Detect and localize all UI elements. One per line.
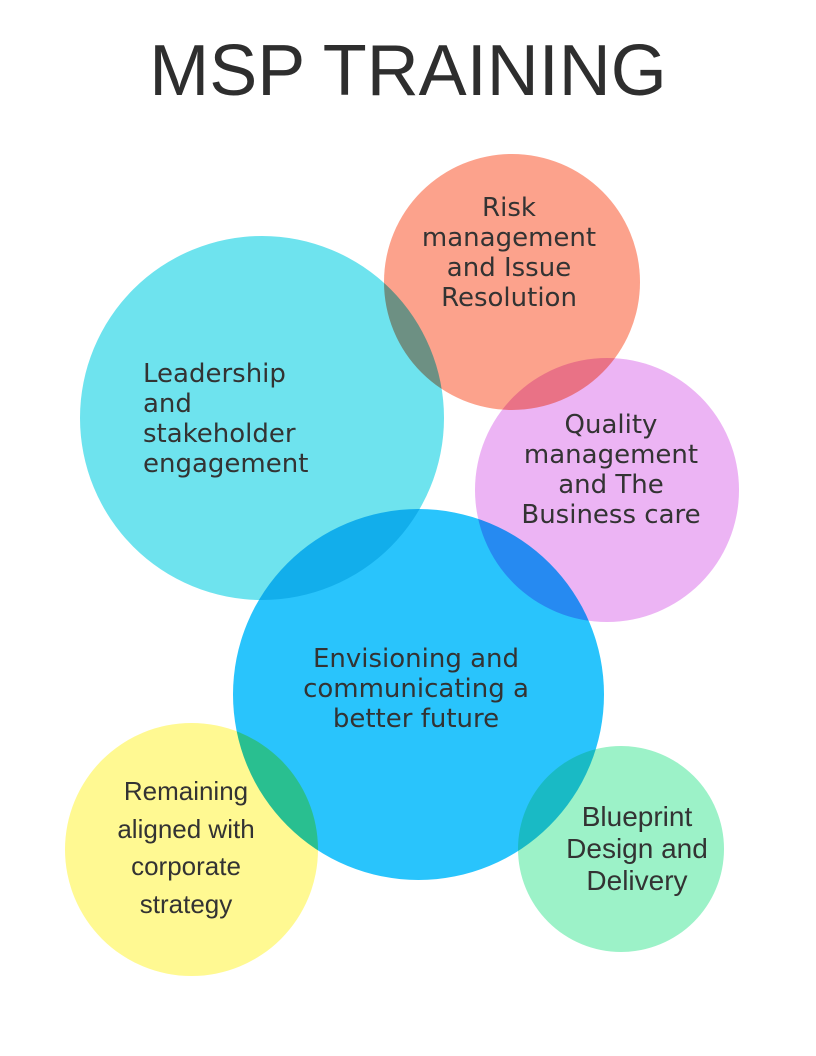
vision-label-line: Envisioning and [312,644,520,674]
leadership-label-line: and [143,388,192,419]
blueprint-label-line: Blueprint [581,801,693,832]
remaining-label-line: corporate [131,851,241,882]
quality-label-line: management [523,439,699,470]
vision-label: Envisioning and communicating a better f… [303,644,529,735]
remaining-label-line: Remaining [123,776,249,806]
blueprint-circle [518,746,724,952]
blueprint-label-line: Delivery [586,865,688,897]
leadership-label-line: Leadership [143,359,286,389]
risk-label-line: and Issue [446,252,572,283]
quality-label-line: Quality [564,410,658,440]
risk-label: Risk management and Issue Resolution [421,193,597,314]
risk-label-line: Risk [482,193,536,223]
leadership-label-line: engagement [143,448,309,479]
leadership-label-line: stakeholder [143,418,296,449]
page-title: MSP TRAINING [149,31,667,111]
vision-label-line: better future [332,703,500,734]
blueprint-label-line: Design and [566,833,708,865]
vision-label-line: communicating a [303,673,529,704]
remaining-label-line: strategy [139,889,233,920]
quality-label-line: Business care [521,499,701,530]
remaining-label: Remaining aligned with corporate strateg… [117,773,254,924]
quality-label-line: and The [558,469,664,500]
risk-label-line: Resolution [441,282,577,313]
quality-label: Quality management and The Business care [521,410,701,531]
remaining-label-line: aligned with [117,813,255,844]
remaining-circle [65,723,318,976]
leadership-label: Leadership and stakeholder engagement [143,359,309,480]
blueprint-label: Blueprint Design and Delivery [566,801,708,898]
risk-label-line: management [421,222,597,253]
